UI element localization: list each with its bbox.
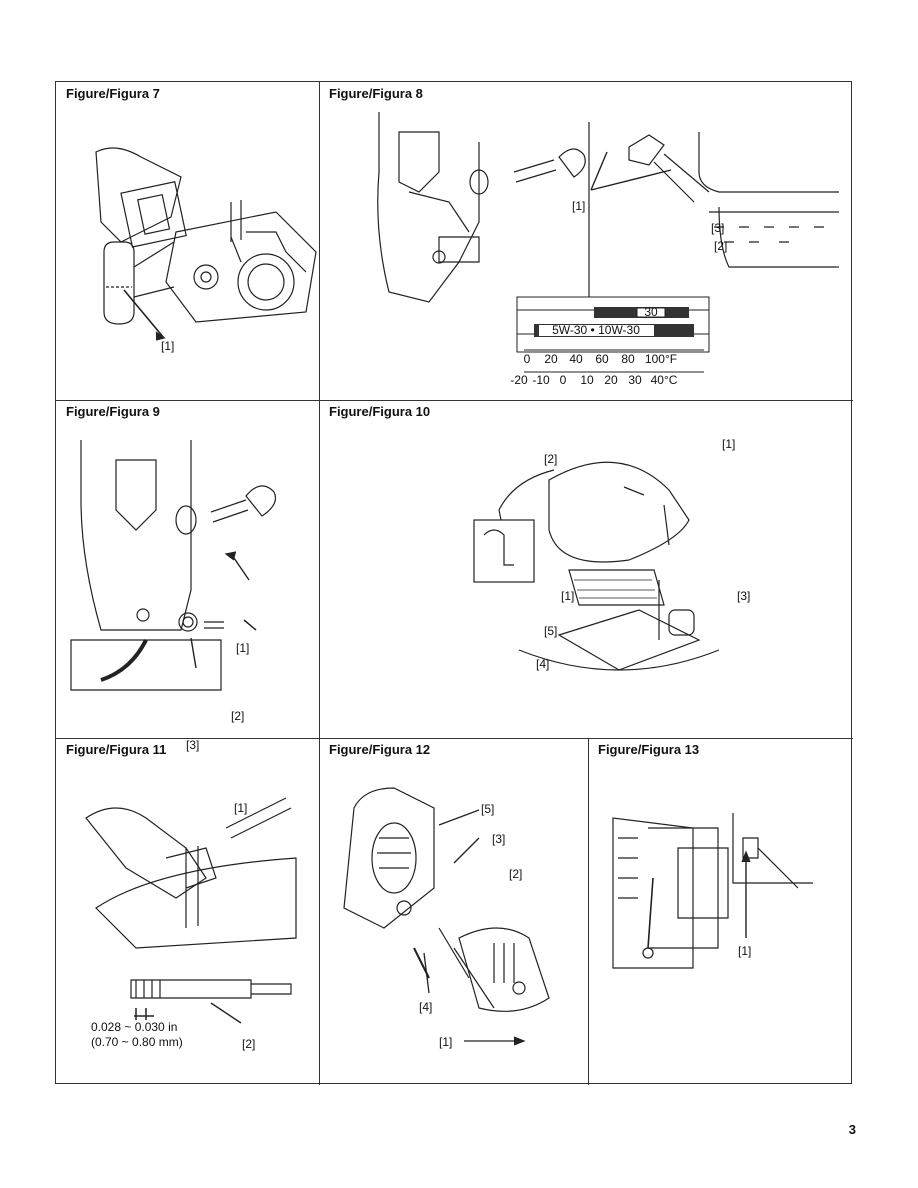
callout-label: [1] xyxy=(738,944,751,958)
figure-10: Figure/Figura 10 [2] [1] [1] [3] [5] [4] xyxy=(319,400,853,738)
callout-label: [1] xyxy=(439,1035,452,1049)
callout-label: [2] xyxy=(714,239,727,253)
figure-10-illustration: [2] [1] [1] [3] [5] [4] xyxy=(473,437,750,671)
callout-label: [4] xyxy=(419,1000,432,1014)
tick-label: 0 xyxy=(524,352,531,366)
callout-label: [3] xyxy=(492,832,505,846)
spark-gap-mm: (0.70 ~ 0.80 mm) xyxy=(91,1035,183,1049)
divider xyxy=(319,82,320,1085)
spark-gap-inches: 0.028 ~ 0.030 in xyxy=(91,1020,177,1034)
figure-13-illustration: [1] xyxy=(612,813,813,969)
figure-title: Figure/Figura 7 xyxy=(66,86,160,101)
tick-label: 40 xyxy=(569,352,583,366)
tick-label: 30 xyxy=(628,373,642,387)
tick-label: 80 xyxy=(621,352,635,366)
figure-11: Figure/Figura 11 [1] [2] 0.028 ~ 0.030 i… xyxy=(56,738,319,1085)
figure-title: Figure/Figura 13 xyxy=(598,742,700,757)
callout-label: [3] xyxy=(186,738,199,752)
tick-label: -20 xyxy=(510,373,528,387)
callout-label: [1] xyxy=(234,801,247,815)
divider xyxy=(56,400,853,401)
figure-title: Figure/Figura 11 xyxy=(66,742,167,757)
tick-label: 60 xyxy=(595,352,609,366)
figure-grid: Figure/Figura 7 [1] Figure/Figura 8 xyxy=(55,81,853,1085)
callout-label: [1] xyxy=(161,339,174,353)
figure-title: Figure/Figura 10 xyxy=(329,404,431,419)
callout-label: [1] xyxy=(572,199,585,213)
figure-7: Figure/Figura 7 [1] xyxy=(56,82,319,400)
tick-label: 100°F xyxy=(645,352,677,366)
oil-viscosity-chart: 30 5W-30 • 10W-30 0 20 40 60 80 100°F -2… xyxy=(510,296,710,387)
callout-label: [2] xyxy=(509,867,522,881)
callout-label: [3] xyxy=(737,589,750,603)
tick-label: -10 xyxy=(532,373,550,387)
figure-title: Figure/Figura 9 xyxy=(66,404,160,419)
figure-13: Figure/Figura 13 [1] xyxy=(588,738,853,1085)
oil-bar-top-label: 30 xyxy=(644,305,658,319)
figure-8: Figure/Figura 8 [1] [3] [2] xyxy=(319,82,853,400)
callout-label: [1] xyxy=(722,437,735,451)
callout-label: [3] xyxy=(711,221,724,235)
callout-label: [1] xyxy=(236,641,249,655)
callout-label: [4] xyxy=(536,657,549,671)
tick-label: 10 xyxy=(580,373,594,387)
figure-title: Figure/Figura 8 xyxy=(329,86,423,101)
page-number: 3 xyxy=(848,1122,856,1137)
oil-bar-bottom-label: 5W-30 • 10W-30 xyxy=(552,323,640,337)
figure-11-illustration: [1] [2] 0.028 ~ 0.030 in (0.70 ~ 0.80 mm… xyxy=(85,797,297,1051)
figure-8-illustration: [1] [3] [2] 30 5W-30 • 10W-30 0 20 40 xyxy=(377,112,839,387)
callout-label: [1] xyxy=(561,589,574,603)
callout-label: [2] xyxy=(544,452,557,466)
figure-7-illustration: [1] xyxy=(95,147,317,353)
callout-label: [2] xyxy=(242,1037,255,1051)
callout-label: [5] xyxy=(544,624,557,638)
tick-label: 0 xyxy=(560,373,567,387)
tick-label: 40°C xyxy=(651,373,678,387)
divider xyxy=(56,738,853,739)
figure-9-illustration: [1] [2] [3] xyxy=(70,440,277,752)
tick-label: 20 xyxy=(544,352,558,366)
figure-9: Figure/Figura 9 [1] [2] [3] xyxy=(56,400,319,752)
callout-label: [5] xyxy=(481,802,494,816)
figure-12-illustration: [5] [3] [2] [4] [1] xyxy=(343,787,550,1049)
figure-12: Figure/Figura 12 [5] [3] [2] [4 xyxy=(319,738,588,1085)
callout-label: [2] xyxy=(231,709,244,723)
divider xyxy=(588,738,589,1085)
tick-label: 20 xyxy=(604,373,618,387)
figure-title: Figure/Figura 12 xyxy=(329,742,431,757)
